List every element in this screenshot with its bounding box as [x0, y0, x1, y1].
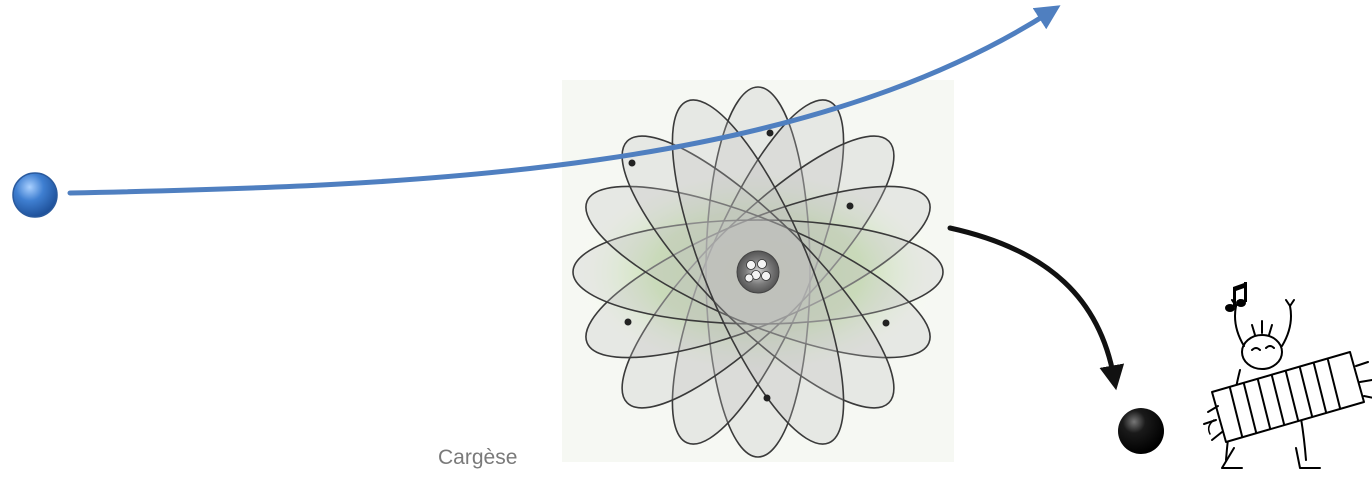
incoming-particle: [13, 173, 57, 217]
caption-label: Cargèse: [438, 446, 517, 470]
emitted-particle: [1118, 408, 1164, 454]
accordion-player-icon: [1204, 300, 1372, 468]
atom-icon: [562, 80, 954, 463]
emission-arrow: [950, 228, 1114, 378]
